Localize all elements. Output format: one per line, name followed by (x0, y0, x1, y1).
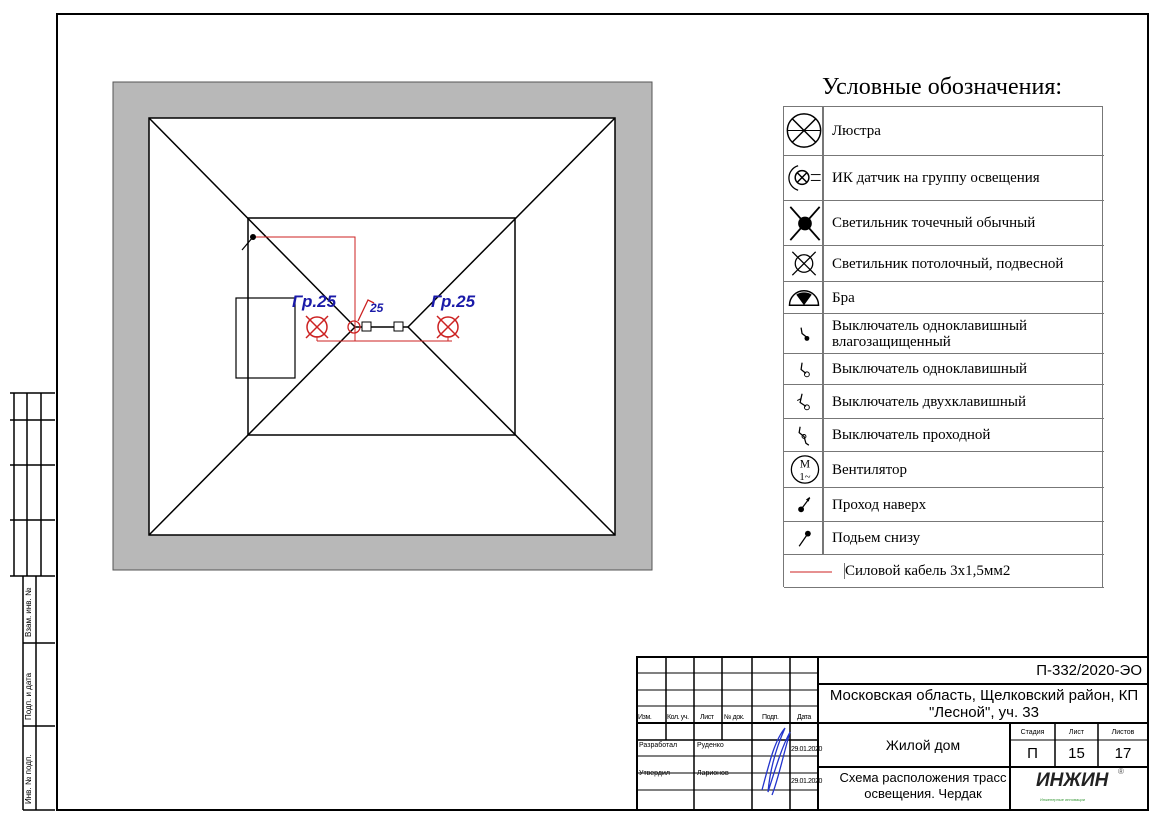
rise-from-below-icon (241, 234, 256, 251)
side-stamp-label: Инв. № подп. (24, 754, 33, 805)
sheets-value: 17 (1114, 745, 1132, 762)
legend-title: Условные обозначения: (822, 74, 1063, 100)
legend-row: Выключатель одноклавишный влагозащищенны… (784, 314, 1104, 354)
inner-outline (247, 217, 516, 436)
junction-box (393, 321, 404, 332)
side-stamp-label: Подп. и дата (24, 672, 33, 720)
stage-label: Стадия (1020, 729, 1045, 736)
name-cell: Руденко (697, 742, 724, 749)
header-cell: № док. (724, 714, 745, 721)
waterproof-switch-icon (784, 314, 824, 353)
chandelier-icon (784, 107, 824, 155)
pass-switch-icon (784, 419, 824, 451)
legend-label: Светильник точечный обычный (832, 215, 1036, 231)
ir-sensor-icon (784, 156, 824, 200)
sheet-frame (56, 13, 1149, 811)
double-switch-icon (784, 385, 824, 418)
switch-icon (347, 299, 375, 334)
legend-label: Выключатель проходной (832, 427, 991, 443)
date-cell: 29.01.2020 (791, 746, 823, 753)
junction-box (361, 321, 372, 332)
legend-table: Люстра ИК датчик на группу освещения Све… (783, 106, 1104, 588)
side-stamp-label: Взам. инв. № (24, 587, 33, 637)
ceiling-light-icon (436, 315, 460, 339)
group-label: Гр.25 (292, 292, 337, 311)
legend-row: Выключатель проходной (784, 419, 1104, 452)
header-cell: Дата (797, 714, 811, 721)
rise-from-below-icon (784, 522, 824, 554)
legend-row: Подьем снизу (784, 522, 1104, 555)
legend-label: Бра (832, 289, 855, 306)
ceiling-light-icon (305, 315, 329, 339)
legend-label: Люстра (832, 123, 881, 139)
legend-label: Проход наверх (832, 496, 927, 513)
object-name: Жилой дом (885, 737, 961, 753)
logo-subtitle: Инженерные инновации (1040, 797, 1086, 802)
group-label: Гр.25 (431, 292, 476, 311)
legend-label: Подьем снизу (832, 530, 921, 546)
header-cell: Лист (700, 714, 714, 721)
company-logo: ИНЖИН (1036, 770, 1109, 791)
ceiling-light-icon (784, 246, 824, 281)
legend-label: Выключатель одноклавишный (832, 361, 1028, 377)
header-cell: Подп. (762, 714, 779, 721)
legend-row: Выключатель одноклавишный (784, 354, 1104, 385)
spot-light-icon (784, 201, 824, 245)
hatch-opening (235, 297, 296, 379)
stage-value: П (1027, 745, 1038, 762)
wall-lamp-icon (784, 282, 824, 313)
logo-mark: ® (1118, 767, 1124, 776)
legend-label: Силовой кабель 3х1,5мм2 (844, 563, 1115, 579)
legend-row: Люстра (784, 107, 1104, 156)
legend-label: Светильник потолочный, подвесной (832, 255, 1064, 272)
legend-row: Светильник точечный обычный (784, 201, 1104, 246)
header-cell: Изм. (638, 714, 652, 721)
header-cell: Кол. уч. (667, 714, 689, 721)
legend-row: Светильник потолочный, подвесной (784, 246, 1104, 282)
doc-code: П-332/2020-ЭО (1036, 662, 1142, 679)
name-cell: Ларионов (697, 770, 729, 777)
date-cell: 29.01.2020 (791, 778, 823, 785)
legend-label: Выключатель одноклавишный влагозащищенны… (832, 317, 1028, 350)
switch-group-label: 25 (370, 301, 384, 315)
legend-row: Выключатель двухклавишный (784, 385, 1104, 419)
power-cable-icon (790, 571, 832, 573)
pass-up-icon (784, 488, 824, 521)
address: Московская область, Щелковский район, КП… (829, 687, 1139, 721)
legend-label: Вентилятор (832, 461, 908, 478)
fan-symbol-top: M (800, 458, 811, 471)
sheet-value: 15 (1068, 745, 1085, 762)
role-cell: Разработал (639, 742, 678, 749)
sheets-label: Листов (1111, 729, 1135, 736)
roof-plan (112, 81, 653, 571)
legend-row: Бра (784, 282, 1104, 314)
legend-label: ИК датчик на группу освещения (832, 170, 1040, 186)
sheet-title: Схема расположения трасс освещения. Черд… (839, 770, 1007, 801)
sheet-label: Лист (1068, 729, 1085, 736)
legend-row: Проход наверх (784, 488, 1104, 522)
legend-row: ИК датчик на группу освещения (784, 156, 1104, 201)
legend-label: Выключатель двухклавишный (832, 393, 1027, 410)
role-cell: Утвердил (639, 770, 670, 777)
single-switch-icon (784, 354, 824, 384)
legend-row: Силовой кабель 3х1,5мм2 (784, 555, 1104, 588)
fan-symbol-bottom: 1~ (799, 471, 810, 483)
